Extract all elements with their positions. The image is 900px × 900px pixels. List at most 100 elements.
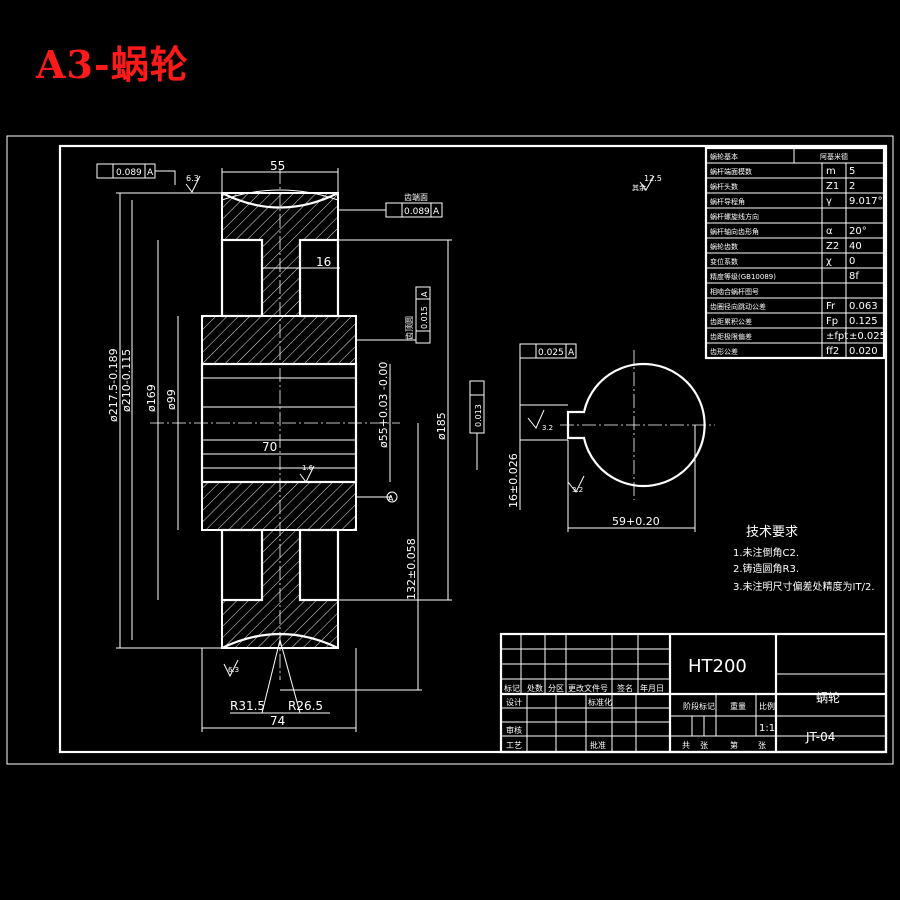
- param-value: 0.125: [849, 316, 878, 327]
- param-title-left: 蜗轮基本: [710, 152, 738, 161]
- dim-dia-55: ø55+0.03 -0.00: [377, 362, 390, 448]
- tb-zone: 分区: [548, 684, 564, 693]
- tb-weight: 重量: [730, 701, 746, 711]
- dim-dia-99: ø99: [165, 389, 178, 410]
- param-value: 40: [849, 241, 862, 252]
- tb-nth: 第: [730, 740, 738, 750]
- tolerance-frames: 0.089 A 齿端面 0.089 A 齿顶圆 0.015 A 0.025 A …: [96, 163, 577, 470]
- outer-frame: [6, 135, 894, 765]
- rough-remain: 其余: [632, 183, 646, 192]
- tol-mid-label: 齿顶圆: [405, 316, 414, 340]
- tol-mid-ref: A: [420, 291, 429, 297]
- dim-132: 132±0.058: [405, 538, 418, 600]
- dim-74: 74: [270, 714, 285, 728]
- param-symbol: ff2: [826, 346, 839, 357]
- tb-scale: 1:1: [759, 723, 775, 734]
- param-value: 9.017°: [849, 196, 883, 207]
- datum-a-label: A: [388, 494, 394, 503]
- tech-heading: 技术要求: [746, 525, 798, 540]
- tol-top-left-ref: A: [147, 168, 154, 178]
- param-name: 齿距极限偏差: [710, 332, 752, 341]
- param-name: 蜗杆头数: [710, 182, 738, 191]
- tol-key-ref: A: [568, 348, 575, 358]
- tb-review: 审核: [506, 725, 522, 735]
- inner-frame: [58, 144, 888, 754]
- rough-1-6: 1.6: [302, 464, 314, 472]
- tb-stage: 阶段标记: [683, 701, 715, 711]
- tech-requirements: 技术要求 1.未注倒角C2. 2.铸造圆角R3. 3.未注明尺寸偏差处精度为IT…: [733, 525, 875, 593]
- worm-wheel-section: [150, 170, 400, 680]
- title-block: HT200 蜗轮 JT-04 1:1 标记 处数 分区 更改文件号 签名 年月日…: [499, 632, 888, 754]
- param-symbol: Z2: [826, 241, 839, 252]
- param-symbol: Fr: [826, 301, 836, 312]
- rough-3-2-key: 3.2: [572, 486, 583, 494]
- rough-6-3-bottom: 6.3: [228, 666, 239, 674]
- main-dimensions: 55 16 70 74 R31.5 R26.5 ø217.5-0.189 ø21…: [107, 159, 452, 732]
- tb-sheet2: 张: [758, 741, 766, 750]
- tol-side-ref: A: [433, 207, 440, 217]
- tech-item-1: 1.未注倒角C2.: [733, 546, 799, 559]
- param-name: 蜗杆端面模数: [710, 167, 752, 176]
- roughness-symbols: 6.3 12.5 其余 1.6 6.3 3.2: [185, 174, 662, 678]
- param-name: 蜗杆螺旋线方向: [710, 212, 759, 221]
- param-symbol: χ: [826, 256, 832, 267]
- tb-total: 共: [682, 741, 690, 750]
- param-value: 20°: [849, 226, 867, 237]
- dim-16: 16: [316, 255, 331, 269]
- tol-vert-val: 0.013: [474, 404, 483, 427]
- param-symbol: ±fpt: [826, 331, 848, 342]
- dim-70: 70: [262, 440, 277, 454]
- dim-r31-5: R31.5: [230, 699, 265, 713]
- rough-3-2-side: 3.2: [542, 424, 553, 432]
- param-value: ±0.025: [849, 331, 886, 342]
- param-name: 齿距累积公差: [710, 317, 752, 326]
- tb-material: HT200: [688, 656, 747, 677]
- dim-r26-5: R26.5: [288, 699, 323, 713]
- tech-item-2: 2.铸造圆角R3.: [733, 562, 799, 575]
- dim-key-16: 16±0.026: [507, 453, 520, 508]
- param-symbol: m: [826, 166, 836, 177]
- tb-sheet: 张: [700, 741, 708, 750]
- param-value: 8f: [849, 271, 859, 282]
- tol-side-label: 齿端面: [404, 192, 428, 202]
- tol-top-left-val: 0.089: [116, 168, 142, 178]
- param-value: 0.020: [849, 346, 878, 357]
- dim-55: 55: [270, 159, 285, 173]
- tb-count: 处数: [527, 683, 543, 693]
- tb-ratio: 比例: [759, 701, 775, 711]
- param-value: 0.063: [849, 301, 878, 312]
- param-name: 蜗杆轴向齿形角: [710, 227, 759, 236]
- page-title: A3-蜗轮: [36, 42, 189, 87]
- param-name: 精度等级(GB10089): [710, 272, 776, 281]
- param-name: 相啮合蜗杆图号: [710, 287, 759, 296]
- tb-sign: 签名: [617, 683, 633, 693]
- param-name: 蜗轮齿数: [710, 242, 738, 251]
- keyway-view: 16±0.026 3.2 59+0.20: [507, 350, 715, 532]
- param-name: 齿形公差: [710, 347, 738, 356]
- rough-6-3-top: 6.3: [186, 174, 199, 183]
- dim-dia-217: ø217.5-0.189: [107, 348, 120, 422]
- tb-mark: 标记: [504, 683, 520, 693]
- tb-drawing-no: JT-04: [805, 730, 835, 744]
- param-value: 5: [849, 166, 855, 177]
- dim-key-59: 59+0.20: [612, 515, 660, 528]
- param-symbol: Z1: [826, 181, 839, 192]
- param-value: 0: [849, 256, 855, 267]
- tb-craft: 工艺: [506, 741, 522, 750]
- param-symbol: α: [826, 226, 833, 237]
- dim-dia-169: ø169: [145, 384, 158, 412]
- param-title-right: 阿基米德: [820, 152, 848, 161]
- dim-dia-210: ø210-0.115: [120, 349, 133, 412]
- dim-dia-185: ø185: [435, 412, 448, 440]
- tol-mid-val: 0.015: [420, 306, 429, 329]
- param-symbol: Fp: [826, 316, 838, 327]
- tb-change-doc: 更改文件号: [568, 683, 608, 693]
- param-name: 变位系数: [710, 257, 738, 266]
- param-name: 齿圈径向跳动公差: [710, 302, 766, 311]
- tol-key-val: 0.025: [538, 348, 564, 358]
- tol-side-val: 0.089: [404, 207, 430, 217]
- tb-approve: 批准: [590, 740, 606, 750]
- param-value: 2: [849, 181, 855, 192]
